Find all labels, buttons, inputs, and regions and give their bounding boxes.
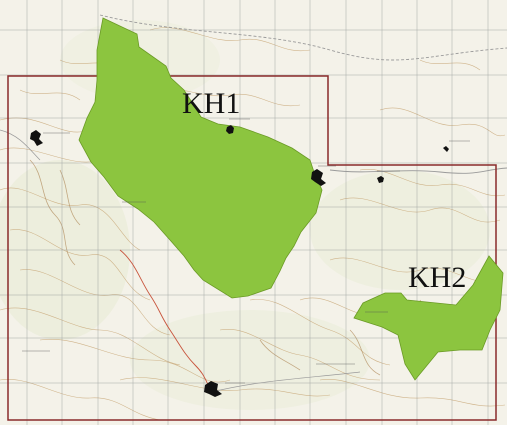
label-kh2: KH2 [408, 261, 466, 294]
label-kh1: KH1 [182, 87, 240, 120]
settlement-marker [226, 125, 234, 134]
settlement-marker [377, 176, 384, 183]
road-grey-north [99, 14, 507, 61]
minor-place-names [22, 118, 470, 384]
road-grey-south [211, 371, 361, 393]
road-red [119, 249, 213, 393]
settlement-marker [204, 381, 222, 397]
study-area-boundary [7, 75, 497, 421]
roads [0, 14, 507, 393]
area-kh1 [78, 17, 323, 299]
road-grey-east [329, 167, 507, 174]
settlement-marker [311, 169, 326, 186]
area-kh2 [353, 255, 504, 381]
settlement-marker [443, 146, 449, 152]
settlements [30, 125, 449, 397]
road-grey-west [0, 129, 41, 161]
settlement-marker [30, 130, 43, 146]
